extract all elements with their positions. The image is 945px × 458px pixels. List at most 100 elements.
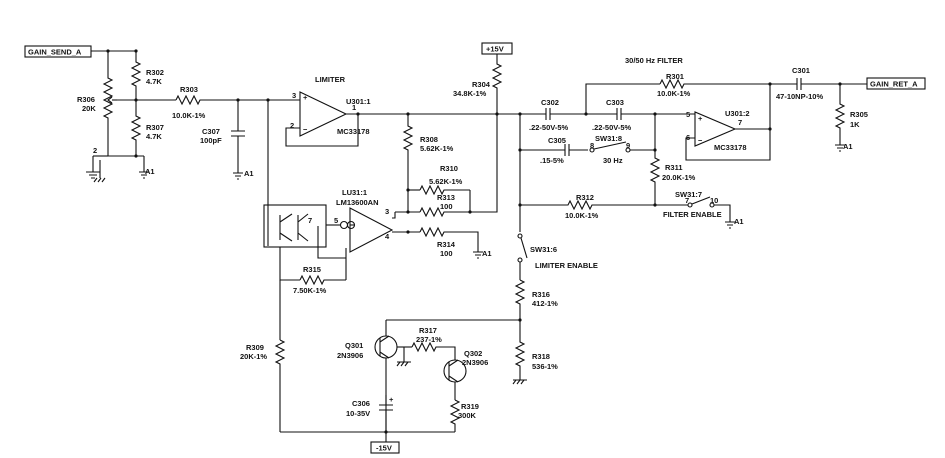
resistor-r305: R305 1K A1	[834, 84, 868, 152]
svg-text:-15V: -15V	[376, 444, 392, 453]
svg-text:7.50K-1%: 7.50K-1%	[293, 286, 327, 295]
svg-text:A1: A1	[145, 167, 155, 176]
svg-text:412-1%: 412-1%	[532, 299, 558, 308]
svg-text:1: 1	[352, 103, 356, 112]
opamp-u301-1: + − 3 2 1 LIMITER U301:1 MC33178	[290, 75, 371, 137]
resistor-r312: R312 10.0K-1%	[520, 193, 655, 220]
svg-text:1K: 1K	[850, 120, 860, 129]
svg-text:FILTER ENABLE: FILTER ENABLE	[663, 210, 722, 219]
svg-text:C301: C301	[792, 66, 810, 75]
svg-text:R310: R310	[440, 164, 458, 173]
svg-text:Q302: Q302	[464, 349, 482, 358]
resistor-r309: R309 20K-1%	[240, 339, 286, 432]
svg-text:7: 7	[308, 216, 312, 225]
svg-text:30/50 Hz FILTER: 30/50 Hz FILTER	[625, 56, 683, 65]
svg-text:+15V: +15V	[486, 45, 504, 54]
svg-text:3: 3	[385, 207, 389, 216]
ground-a1-ota: A1	[473, 249, 492, 259]
svg-text:Q301: Q301	[345, 341, 363, 350]
resistor-r317: R317 237-1%	[411, 326, 450, 353]
capacitor-c302: C302 .22-50V-5%	[520, 98, 586, 132]
ota-buffer-transistors	[263, 204, 327, 248]
gain-ret-port: GAIN_RET_A	[866, 77, 926, 90]
resistor-r307: R307 4.7K	[130, 100, 164, 156]
svg-text:.22-50V-5%: .22-50V-5%	[529, 123, 569, 132]
svg-text:+: +	[389, 395, 394, 404]
svg-text:R311: R311	[665, 163, 683, 172]
switch-sw31-8: 8 9 SW31:8 30 Hz	[589, 134, 631, 165]
svg-text:R304: R304	[472, 80, 491, 89]
svg-text:+: +	[303, 93, 308, 102]
resistor-r304: R304 34.8K-1%	[453, 54, 503, 114]
svg-text:U301:1: U301:1	[346, 97, 371, 106]
svg-text:C306: C306	[352, 399, 370, 408]
resistor-r314: R314 100	[419, 226, 470, 258]
svg-text:R314: R314	[437, 240, 456, 249]
svg-text:20.0K-1%: 20.0K-1%	[662, 173, 696, 182]
capacitor-c306: + C306 10-35V	[346, 395, 394, 432]
svg-text:R307: R307	[146, 123, 164, 132]
resistor-r301: R301 10.0K-1% 30/50 Hz FILTER	[625, 56, 745, 98]
svg-text:20K: 20K	[82, 104, 96, 113]
switch-sw31-6: SW31:6 LIMITER ENABLE	[517, 233, 598, 270]
svg-text:−: −	[698, 136, 703, 145]
svg-text:R301: R301	[666, 72, 684, 81]
svg-text:R318: R318	[532, 352, 550, 361]
svg-text:R312: R312	[576, 193, 594, 202]
svg-text:100: 100	[440, 249, 453, 258]
resistor-r311: R311 20.0K-1%	[649, 150, 696, 205]
svg-text:34.8K-1%: 34.8K-1%	[453, 89, 487, 98]
resistor-r308: R308 5.62K-1%	[402, 114, 454, 172]
svg-text:100pF: 100pF	[200, 136, 222, 145]
svg-text:R316: R316	[532, 290, 550, 299]
resistor-r302: R302 4.7K	[130, 51, 164, 100]
svg-text:10: 10	[710, 196, 718, 205]
svg-text:2N3906: 2N3906	[337, 351, 363, 360]
svg-text:R315: R315	[303, 265, 321, 274]
svg-text:R317: R317	[419, 326, 437, 335]
svg-text:.22-50V-5%: .22-50V-5%	[592, 123, 632, 132]
svg-text:20K-1%: 20K-1%	[240, 352, 267, 361]
svg-text:10.0K-1%: 10.0K-1%	[565, 211, 599, 220]
capacitor-c303: C303 .22-50V-5%	[586, 98, 655, 132]
svg-text:4: 4	[385, 232, 390, 241]
svg-text:C302: C302	[541, 98, 559, 107]
svg-text:R319: R319	[461, 402, 479, 411]
svg-text:A1: A1	[482, 249, 492, 258]
svg-text:R303: R303	[180, 85, 198, 94]
svg-text:7: 7	[685, 196, 689, 205]
transistor-q301: Q301 2N3906	[337, 335, 398, 360]
switch-sw31-7: 7 10 SW31:7 FILTER ENABLE A1	[655, 190, 744, 229]
svg-text:.15-5%: .15-5%	[540, 156, 564, 165]
svg-text:LIMITER: LIMITER	[315, 75, 346, 84]
svg-text:8: 8	[590, 141, 594, 150]
svg-text:R305: R305	[850, 110, 868, 119]
resistor-r316: R316 412-1%	[514, 279, 558, 320]
resistor-r318: R318 536-1%	[512, 320, 558, 385]
svg-text:9: 9	[626, 141, 630, 150]
svg-text:A1: A1	[244, 169, 254, 178]
svg-text:R302: R302	[146, 68, 164, 77]
svg-text:10.0K-1%: 10.0K-1%	[657, 89, 691, 98]
svg-text:300K: 300K	[458, 411, 477, 420]
svg-text:MC33178: MC33178	[337, 127, 370, 136]
svg-text:4.7K: 4.7K	[146, 77, 162, 86]
svg-text:3: 3	[292, 91, 296, 100]
svg-text:2: 2	[93, 146, 97, 155]
svg-text:SW31:7: SW31:7	[675, 190, 702, 199]
svg-text:R308: R308	[420, 135, 438, 144]
capacitor-c301: C301 47-10NP-10%	[770, 66, 867, 101]
svg-text:5.62K-1%: 5.62K-1%	[429, 177, 463, 186]
svg-text:SW31:8: SW31:8	[595, 134, 622, 143]
resistor-r310: R310 5.62K-1%	[419, 164, 470, 196]
svg-text:U301:2: U301:2	[725, 109, 750, 118]
resistor-r315: R315 7.50K-1%	[293, 265, 346, 295]
potentiometer-r306: R302 R306 20K 2	[77, 51, 117, 156]
svg-text:+: +	[698, 114, 703, 123]
svg-text:5.62K-1%: 5.62K-1%	[420, 144, 454, 153]
svg-text:R306: R306	[77, 95, 95, 104]
resistor-r313: R313 100	[419, 193, 470, 218]
svg-text:LU31:1: LU31:1	[342, 188, 367, 197]
svg-text:2N3906: 2N3906	[462, 358, 488, 367]
